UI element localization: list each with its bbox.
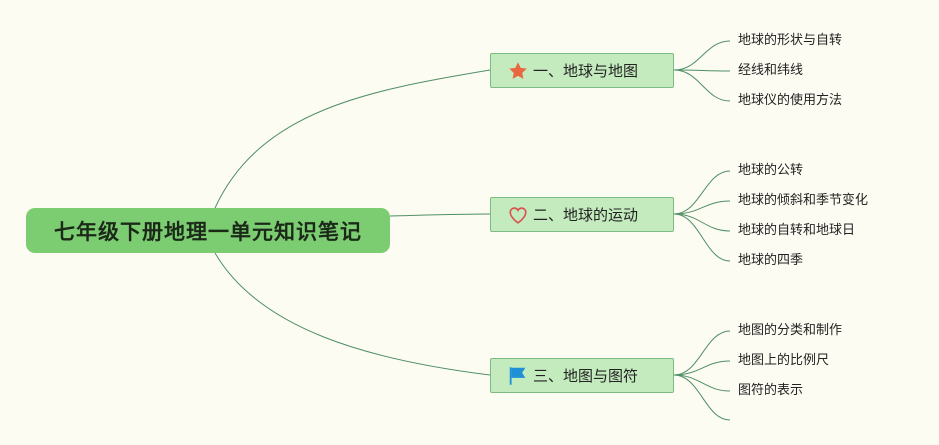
leaf-topic[interactable]: 经线和纬线 <box>738 63 804 78</box>
root-title: 七年级下册地理一单元知识笔记 <box>54 219 362 244</box>
leaf-topic[interactable]: 地球的公转 <box>738 163 804 178</box>
connector-b2-leaf-1 <box>673 170 731 215</box>
connector-b1-leaf-1 <box>673 40 731 71</box>
connector-b2-leaf-4 <box>673 213 731 262</box>
branch-label-1: 一、地球与地图 <box>533 62 639 80</box>
connector-b3-leaf-1 <box>673 330 731 376</box>
leaf-topic[interactable]: 地图的分类和制作 <box>738 323 843 338</box>
connector-b2-leaf-2 <box>673 200 731 215</box>
connector-b1-leaf-2 <box>673 69 731 72</box>
branch-label-3: 三、地图与图符 <box>533 367 639 385</box>
leaf-topic[interactable]: 地图上的比例尺 <box>738 353 830 368</box>
leaf-topic[interactable]: 地球的倾斜和季节变化 <box>738 193 869 208</box>
branch-label-2: 二、地球的运动 <box>533 206 639 224</box>
branch-topic-2[interactable]: 二、地球的运动 <box>490 197 674 232</box>
connector-root-branch-1 <box>214 69 491 209</box>
leaf-topic[interactable]: 地球的自转和地球日 <box>738 223 856 238</box>
flag-icon <box>507 365 529 387</box>
leaf-topic[interactable]: 地球的四季 <box>738 253 804 268</box>
connector-root-branch-3 <box>214 252 491 376</box>
connector-b2-leaf-3 <box>673 213 731 232</box>
heart-outline-icon <box>507 204 529 226</box>
branch-topic-3[interactable]: 三、地图与图符 <box>490 358 674 393</box>
branch-topic-1[interactable]: 一、地球与地图 <box>490 53 674 88</box>
leaf-topic[interactable]: 图符的表示 <box>738 383 804 398</box>
connector-b3-leaf-3 <box>673 374 731 392</box>
connector-b3-leaf-2 <box>673 360 731 376</box>
star-icon <box>507 60 529 82</box>
leaf-topic[interactable]: 地球仪的使用方法 <box>738 93 843 108</box>
root-topic[interactable]: 七年级下册地理一单元知识笔记 <box>26 208 390 253</box>
connector-b3-leaf-4 <box>673 374 731 421</box>
connector-b1-leaf-3 <box>673 69 731 102</box>
connector-root-branch-2 <box>389 213 491 217</box>
leaf-topic[interactable]: 地球的形状与自转 <box>738 33 843 48</box>
